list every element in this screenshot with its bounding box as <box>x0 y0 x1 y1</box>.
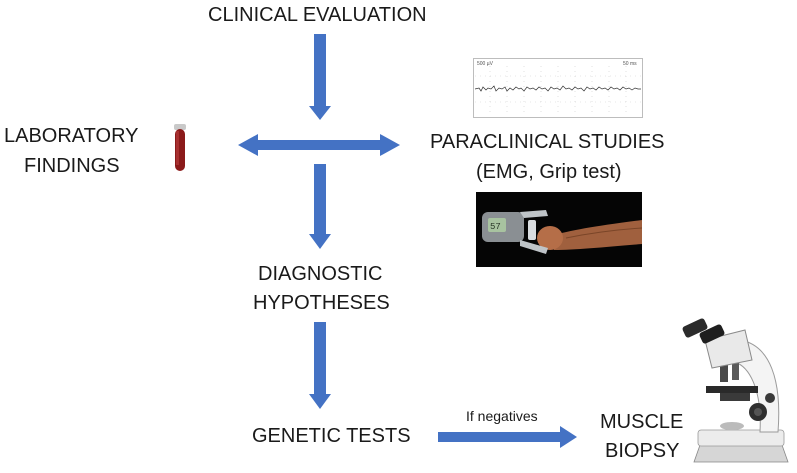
arrow-to-genetic <box>309 322 331 409</box>
diagnostic-hypotheses-line2: HYPOTHESES <box>253 292 390 314</box>
arrow-clinical-down <box>309 34 331 120</box>
if-negatives-label: If negatives <box>466 408 538 424</box>
emg-trace-image: 500 µV 50 ms <box>473 58 643 118</box>
arrow-to-biopsy <box>438 426 577 448</box>
grip-dynamometer-photo: 57 <box>476 192 642 267</box>
clinical-evaluation-label: CLINICAL EVALUATION <box>208 4 427 26</box>
paraclinical-studies-line2: (EMG, Grip test) <box>476 161 622 183</box>
laboratory-findings-line2: FINDINGS <box>24 155 120 177</box>
arrow-to-diagnostic <box>309 164 331 249</box>
arrow-double-horizontal <box>238 134 400 156</box>
muscle-biopsy-line1: MUSCLE <box>600 411 684 433</box>
emg-time-label: 50 ms <box>623 61 637 67</box>
laboratory-findings-line1: LABORATORY <box>4 125 139 147</box>
svg-text:57: 57 <box>490 222 501 232</box>
diagnostic-hypotheses-line1: DIAGNOSTIC <box>258 263 383 285</box>
genetic-tests-label: GENETIC TESTS <box>252 425 411 447</box>
emg-scale-label: 500 µV <box>477 61 494 67</box>
paraclinical-studies-line1: PARACLINICAL STUDIES <box>430 131 665 153</box>
muscle-biopsy-line2: BIOPSY <box>605 440 680 462</box>
